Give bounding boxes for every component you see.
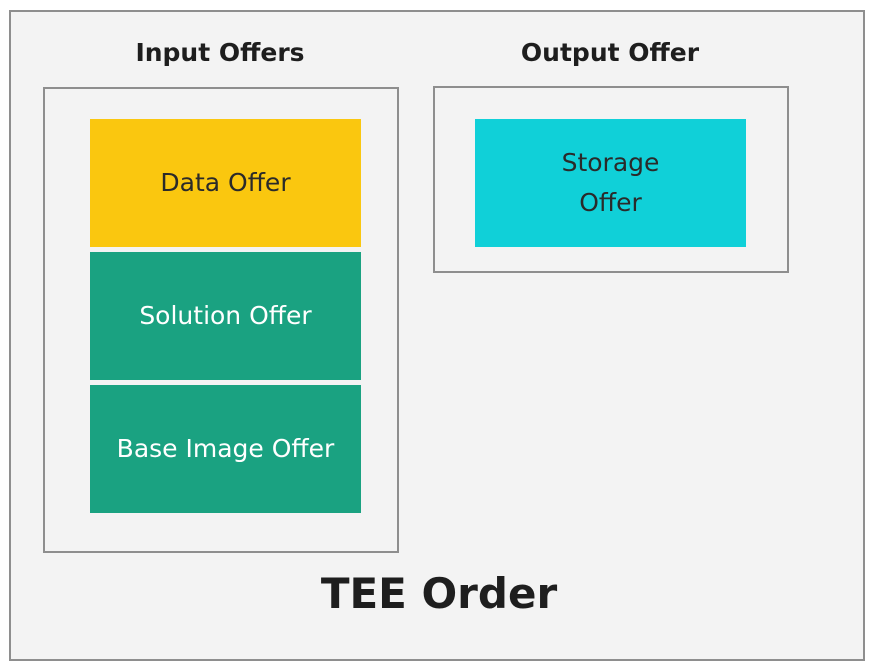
tee-order-title: TEE Order (320, 569, 558, 618)
base-image-offer-label: Base Image Offer (116, 434, 335, 463)
solution-offer-label: Solution Offer (139, 301, 312, 330)
storage-offer-label: Storage Offer (561, 148, 660, 217)
storage-offer-block: Storage Offer (475, 119, 746, 247)
solution-offer-block: Solution Offer (90, 252, 361, 380)
data-offer-label: Data Offer (160, 168, 291, 197)
output-offer-title: Output Offer (520, 38, 700, 67)
base-image-offer-block: Base Image Offer (90, 385, 361, 513)
input-offers-title: Input Offers (135, 38, 305, 67)
data-offer-block: Data Offer (90, 119, 361, 247)
